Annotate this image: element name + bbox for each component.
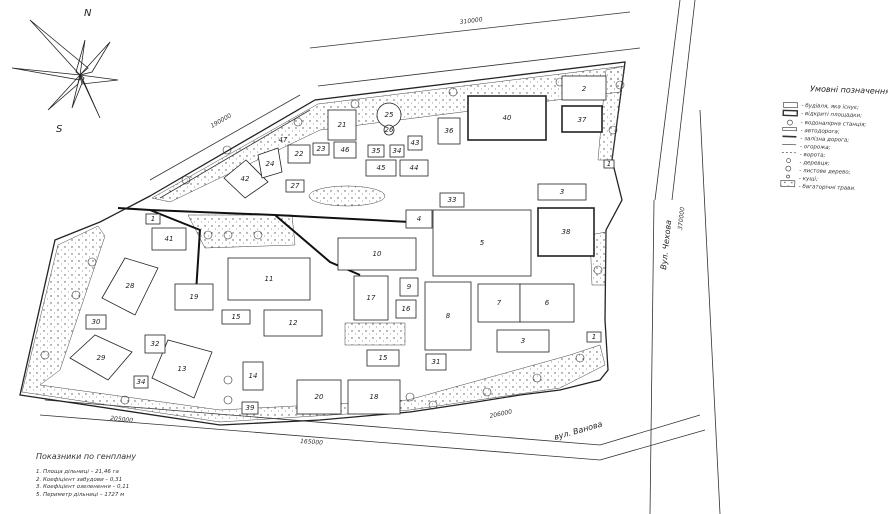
- building-24-label: 24: [266, 160, 275, 168]
- building-23-label: 23: [317, 145, 326, 153]
- building-16-label: 16: [402, 305, 411, 313]
- building-29-label: 29: [97, 354, 106, 362]
- building-13-label: 13: [178, 365, 187, 373]
- legend: Умовні позначення - будівля, яка існує; …: [780, 84, 888, 192]
- building-22-label: 22: [295, 150, 304, 158]
- legend-item-9: - листове дерево;: [799, 168, 851, 176]
- legend-item-2: - відкриті площадки;: [801, 111, 862, 119]
- building-28-label: 28: [126, 282, 135, 290]
- building-41-label: 41: [165, 235, 174, 243]
- legend-item-3: - водонапірна станція;: [801, 120, 867, 128]
- dimension-right: 370000: [677, 207, 686, 231]
- building-46-label: 46: [341, 146, 350, 154]
- building-27-label: 27: [291, 182, 300, 190]
- building-3b-label: 3: [521, 337, 525, 345]
- building-40-label: 40: [503, 114, 512, 122]
- building-4-label: 4: [417, 215, 421, 223]
- building-1b-label: 1: [592, 333, 596, 341]
- legend-item-4: - автодорога;: [801, 128, 840, 135]
- building-31-label: 31: [432, 358, 441, 366]
- building-11-label: 11: [265, 275, 274, 283]
- building-30-label: 30: [92, 318, 101, 326]
- building-47-label: 47: [279, 136, 288, 144]
- building-26-label: 26: [385, 126, 394, 134]
- building-34-label: 34: [393, 147, 402, 155]
- building-6-label: 6: [545, 299, 550, 307]
- legend-title: Умовні позначення: [810, 84, 888, 96]
- building-39-label: 39: [246, 404, 255, 412]
- building-32-label: 32: [151, 340, 160, 348]
- buildings: [69, 75, 615, 415]
- building-38-label: 38: [562, 228, 571, 236]
- building-5-label: 5: [480, 239, 485, 247]
- dimension-bottom-mid: 165000: [300, 438, 324, 447]
- building-15-label: 15: [232, 313, 241, 321]
- building-labels: 2 37 40 36 3 38 5 4 33 7 6 8 3 31 10 11 …: [92, 85, 612, 412]
- legend-item-5: - залізна дорога;: [800, 136, 849, 144]
- building-8-label: 8: [446, 312, 451, 320]
- dimension-bottom-right: 206000: [489, 408, 513, 420]
- building-17-label: 17: [367, 294, 376, 302]
- building-37-label: 37: [578, 116, 587, 124]
- street-east-label: Вул. Чехова: [659, 219, 673, 270]
- building-25-label: 25: [385, 111, 394, 119]
- building-19-label: 19: [190, 293, 199, 301]
- indicator-item-4: 5. Периметр дільниці – 1727 м: [36, 491, 125, 498]
- building-43-label: 43: [411, 139, 420, 147]
- street-south-label: вул. Ванова: [553, 420, 603, 442]
- building-15b-label: 15: [379, 354, 388, 362]
- building-10-label: 10: [373, 250, 382, 258]
- indicator-item-1: 1. Площа дільниці – 21,46 га: [36, 469, 119, 475]
- plan-indicators: Показники по генплану 1. Площа дільниці …: [36, 452, 256, 499]
- trees: [40, 77, 625, 410]
- building-9-label: 9: [407, 283, 412, 291]
- building-42-label: 42: [241, 175, 250, 183]
- building-33-label: 33: [448, 196, 457, 204]
- compass-south-label: S: [56, 124, 63, 135]
- building-7-label: 7: [497, 299, 502, 307]
- indicator-item-2: 2. Коефіцієнт забудови – 0,31: [36, 476, 123, 483]
- building-1c-label: 1: [607, 160, 611, 168]
- building-21-label: 21: [338, 121, 347, 129]
- building-3-label: 3: [560, 188, 564, 196]
- indicator-item-3: 3. Коефіцієнт озеленення – 0,11: [36, 484, 130, 490]
- building-35-label: 35: [372, 147, 381, 155]
- legend-item-1: - будівля, яка існує;: [801, 103, 859, 111]
- building-2-label: 2: [582, 85, 587, 93]
- compass-rose-icon: [11, 19, 119, 119]
- dimension-upper-left: 190000: [210, 112, 233, 130]
- building-44-label: 44: [410, 164, 419, 172]
- legend-item-6: - огорожа;: [800, 144, 831, 151]
- dimension-bottom-left: 205000: [110, 415, 134, 424]
- legend-item-8: - деревця;: [799, 160, 829, 167]
- building-18-label: 18: [370, 393, 379, 401]
- building-1-label: 1: [151, 215, 155, 223]
- compass-north-label: N: [84, 8, 92, 19]
- building-34b-label: 34: [137, 378, 146, 386]
- building-36-label: 36: [445, 127, 454, 135]
- building-12-label: 12: [289, 319, 298, 327]
- legend-item-11: - багаторічні трави.: [799, 184, 857, 192]
- indicators-title: Показники по генплану: [36, 452, 137, 461]
- dimension-top: 310000: [459, 16, 483, 26]
- building-45-label: 45: [377, 164, 386, 172]
- legend-item-10: - кущі;: [799, 176, 818, 183]
- railway: [117, 207, 411, 309]
- building-14-label: 14: [249, 372, 258, 380]
- building-20-label: 20: [315, 393, 324, 401]
- legend-item-7: - ворота;: [800, 152, 826, 159]
